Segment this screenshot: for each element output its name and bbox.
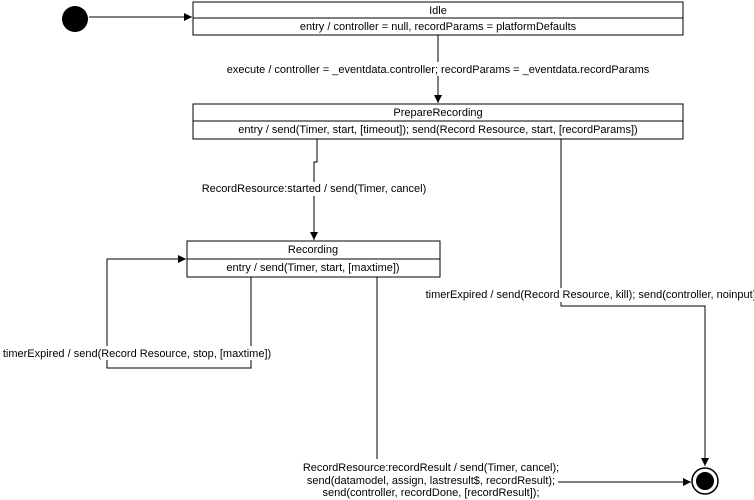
state-recording-name: Recording xyxy=(288,244,338,256)
transition-execute-label: execute / controller = _eventdata.contro… xyxy=(227,64,650,76)
final-state xyxy=(691,467,719,495)
transition-started-label: RecordResource:started / send(Timer, can… xyxy=(202,183,427,195)
transition-prepare-timeout-label: timerExpired / send(Record Resource, kil… xyxy=(426,289,754,301)
transition-recording-timeout xyxy=(106,255,252,369)
state-prepare-recording-action: entry / send(Timer, start, [timeout]); s… xyxy=(238,124,637,136)
transition-record-result xyxy=(376,277,691,486)
state-idle-action: entry / controller = null, recordParams … xyxy=(300,21,577,33)
state-idle-name: Idle xyxy=(429,5,447,17)
state-recording-action: entry / send(Timer, start, [maxtime]) xyxy=(226,262,399,274)
transition-prepare-timeout xyxy=(560,139,709,466)
transition-record-result-label-2: send(datamodel, assign, lastresult$, rec… xyxy=(307,475,555,487)
transition-record-result-label-3: send(controller, recordDone, [recordResu… xyxy=(322,487,539,499)
state-recording: Recording entry / send(Timer, start, [ma… xyxy=(186,240,441,278)
state-prepare-recording-name: PrepareRecording xyxy=(393,107,482,119)
state-idle: Idle entry / controller = null, recordPa… xyxy=(192,1,684,36)
state-prepare-recording: PrepareRecording entry / send(Timer, sta… xyxy=(192,103,684,140)
transition-record-result-label-1: RecordResource:recordResult / send(Timer… xyxy=(303,462,559,474)
initial-state xyxy=(62,6,88,32)
transition-started xyxy=(310,139,318,240)
transition-recording-timeout-label: timerExpired / send(Record Resource, sto… xyxy=(3,348,271,360)
